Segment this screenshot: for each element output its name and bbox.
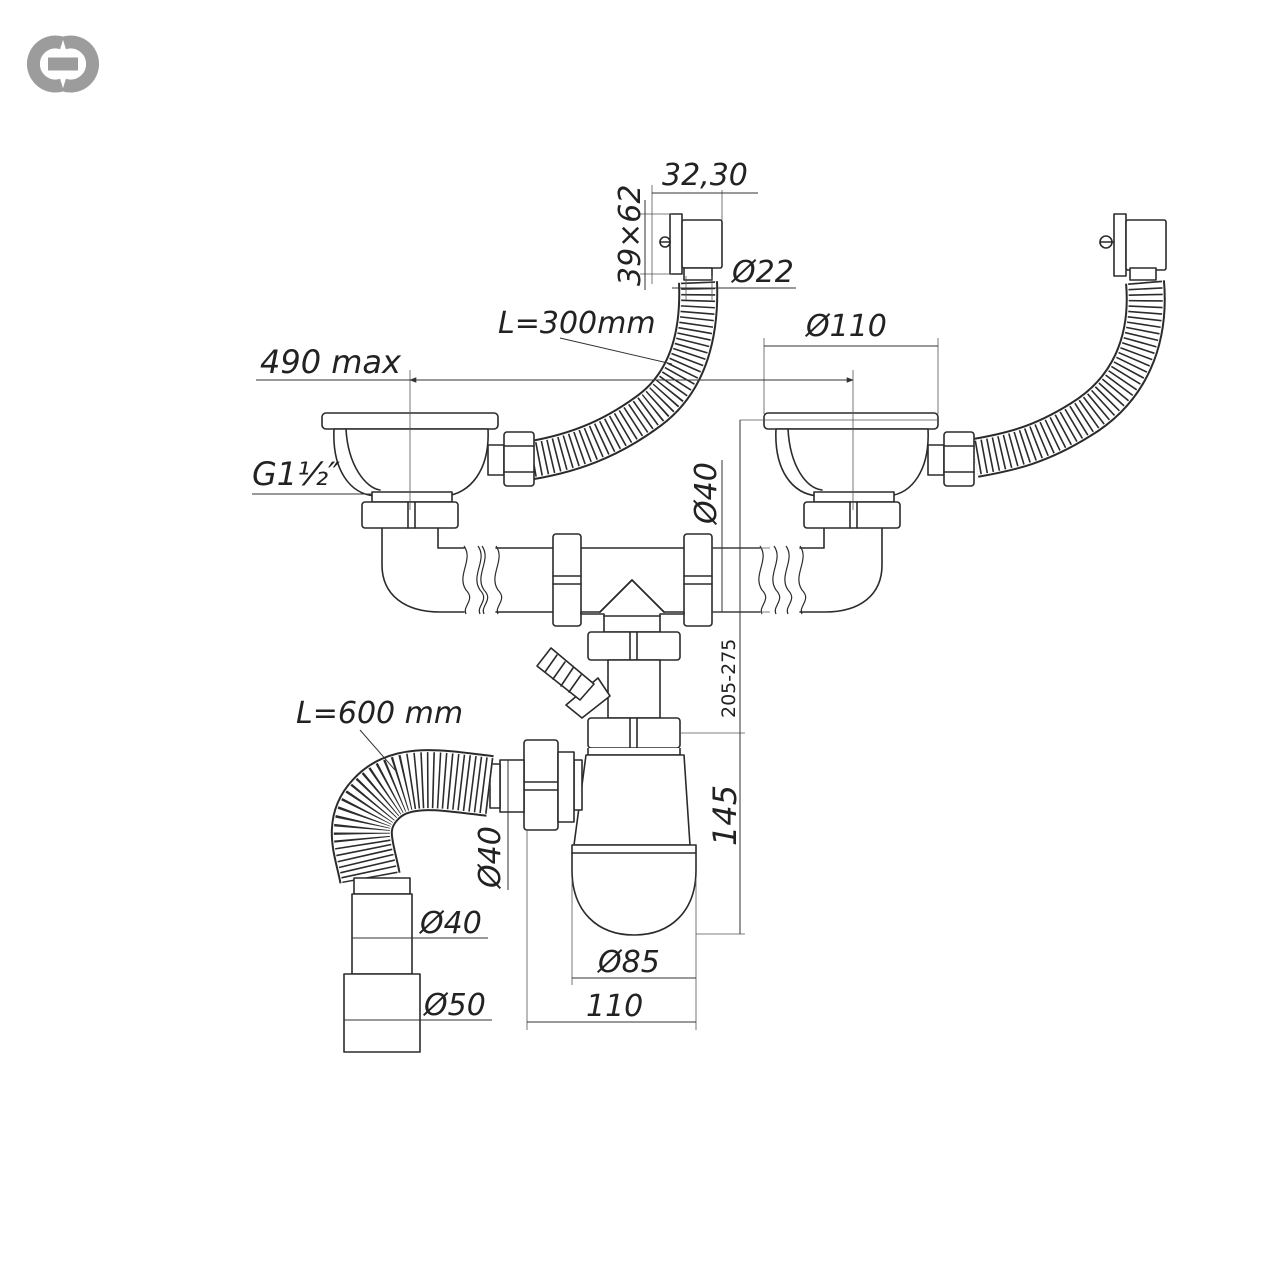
- label-hose-cuff-diameter: Ø50: [422, 988, 486, 1023]
- label-hose-end-diameter: Ø40: [418, 906, 482, 941]
- label-trap-diameter: Ø85: [596, 945, 660, 980]
- label-trap-offset: 110: [586, 989, 643, 1024]
- label-thread: G1½″: [252, 455, 340, 493]
- label-drain-hose-length: L=600 mm: [296, 696, 463, 731]
- label-outlet-width: 32,30: [662, 158, 748, 193]
- appliance-nozzle: [536, 647, 611, 719]
- label-max-spacing: 490 max: [260, 343, 402, 381]
- dimension-lines: [252, 185, 939, 1030]
- label-overflow-hose-length: L=300mm: [498, 306, 656, 341]
- right-strainer-bowl: [763, 412, 975, 529]
- connecting-pipe: [381, 527, 883, 633]
- left-strainer-bowl: [321, 412, 535, 529]
- label-trap-height: 145: [706, 785, 744, 846]
- tail-pipe: [587, 631, 681, 749]
- label-bowl-diameter: Ø110: [804, 309, 887, 344]
- right-overflow-outlet: [1099, 213, 1167, 281]
- drain-hose: [330, 749, 494, 1053]
- label-pipe-diameter: Ø40: [689, 462, 724, 526]
- label-overflow-hose-diameter: Ø22: [730, 255, 794, 290]
- label-height-range: 205-275: [718, 639, 740, 718]
- label-outlet-size: 39×62: [613, 185, 648, 286]
- bottle-trap: [489, 739, 697, 936]
- label-side-outlet-diameter: Ø40: [473, 826, 508, 890]
- left-overflow-outlet: [659, 213, 723, 281]
- chain-link-icon: [26, 35, 100, 93]
